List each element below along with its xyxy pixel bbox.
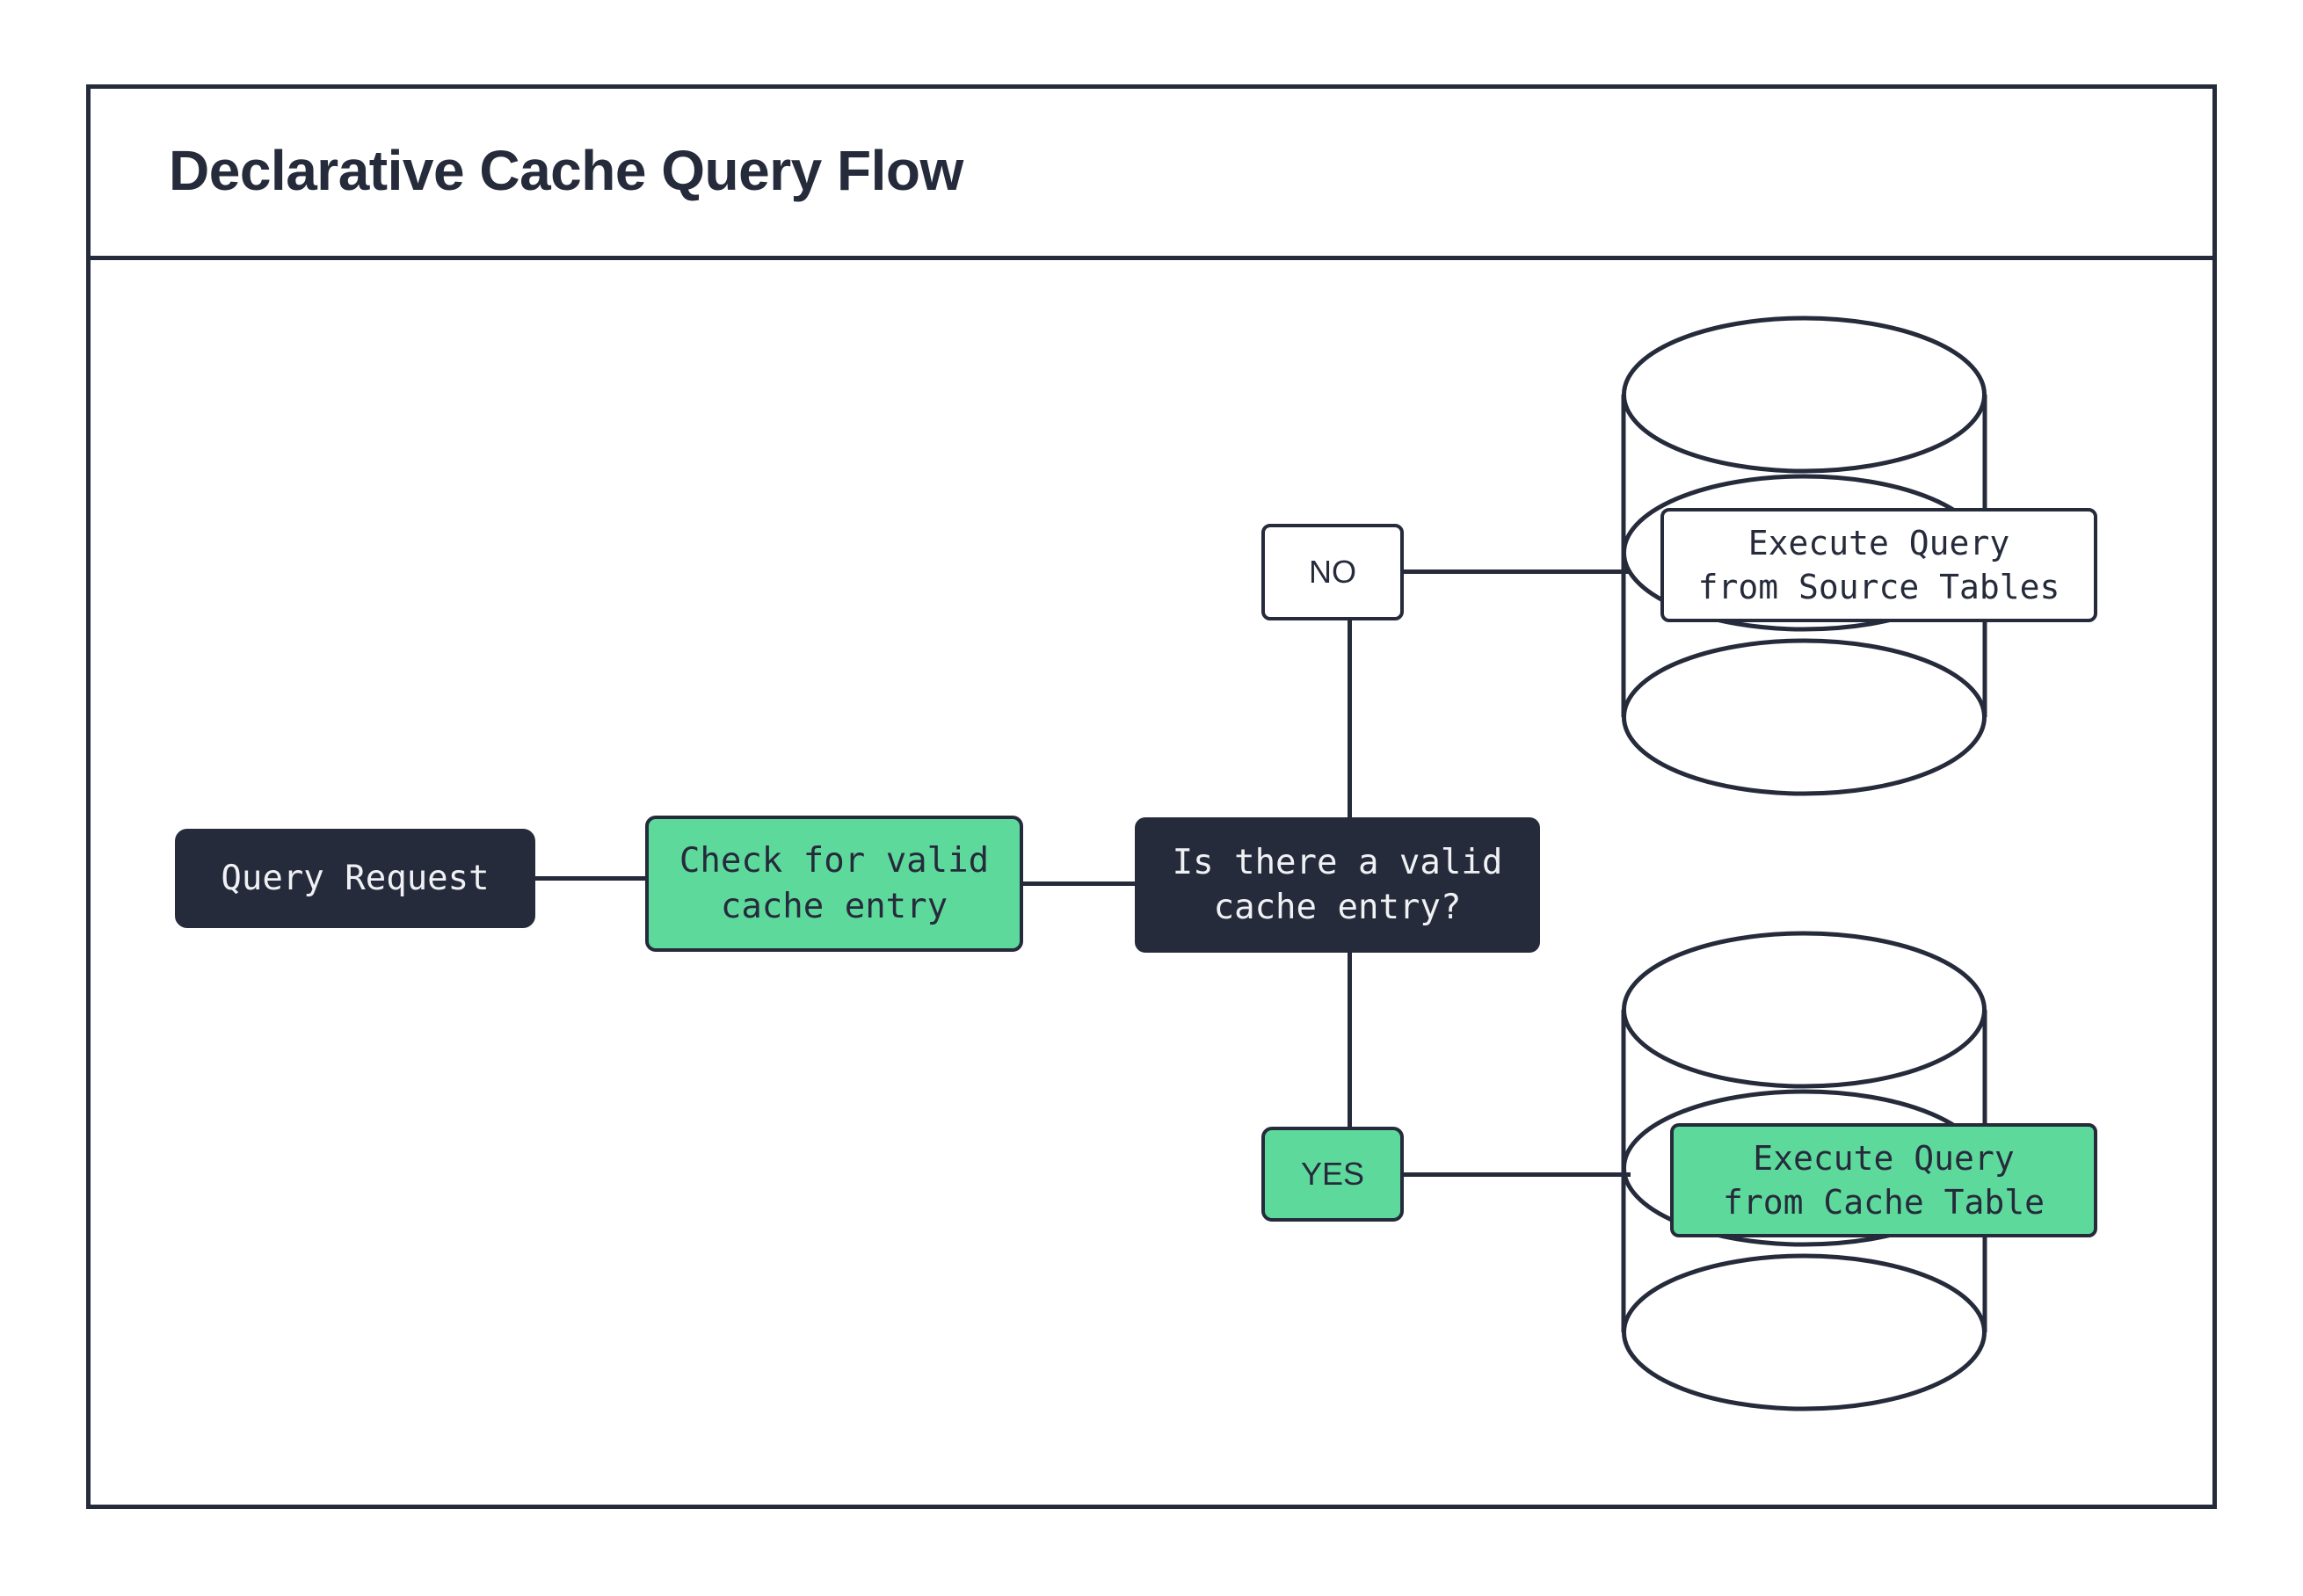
branch-label-yes[interactable]: YES	[1261, 1127, 1404, 1222]
branch-label-no[interactable]: NO	[1261, 524, 1404, 620]
page-title: Declarative Cache Query Flow	[169, 138, 963, 202]
edge-check-to-decision	[1021, 881, 1137, 886]
edge-yes-to-cache-db	[1399, 1172, 1631, 1177]
edge-request-to-check	[533, 876, 648, 881]
node-execute-query-source-tables[interactable]: Execute Query from Source Tables	[1660, 508, 2097, 622]
diagram-header: Declarative Cache Query Flow	[86, 84, 2217, 260]
source-database-cylinder	[1621, 316, 1987, 796]
edge-decision-to-no	[1348, 617, 1352, 821]
edge-decision-to-yes	[1348, 949, 1352, 1130]
cache-database-cylinder	[1621, 931, 1987, 1411]
node-query-request[interactable]: Query Request	[175, 829, 535, 928]
node-execute-query-cache-table[interactable]: Execute Query from Cache Table	[1670, 1123, 2097, 1237]
node-decision-valid-cache-entry[interactable]: Is there a valid cache entry?	[1135, 817, 1540, 953]
edge-no-to-source-db	[1399, 569, 1631, 574]
node-check-for-valid-cache-entry[interactable]: Check for valid cache entry	[645, 816, 1023, 952]
